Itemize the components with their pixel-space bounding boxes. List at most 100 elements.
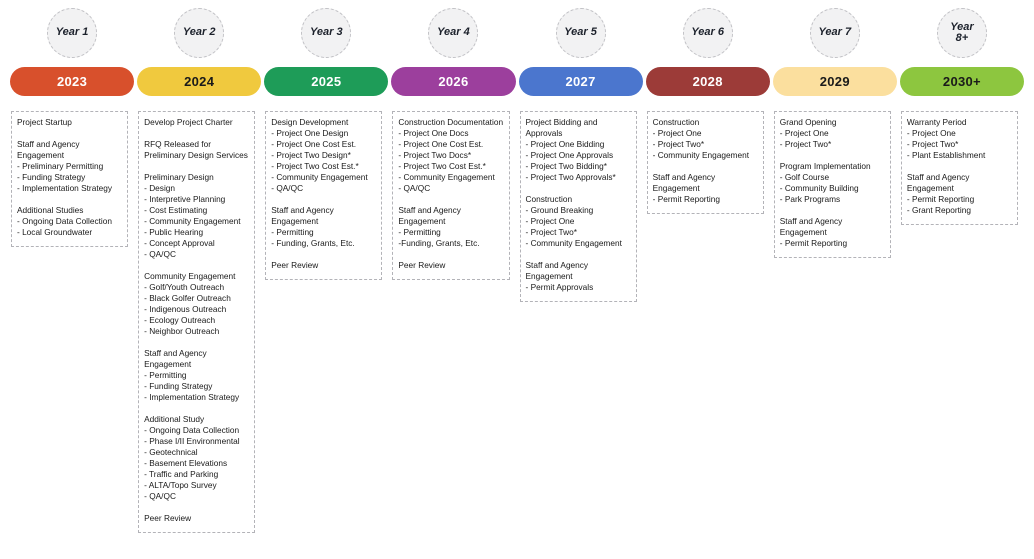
year-badge: Year 1 <box>47 8 98 58</box>
activity-section: Program Implementation- Golf Course- Com… <box>780 161 888 205</box>
year-badge: Year 6 <box>682 8 733 58</box>
activity-line: - Project One Docs <box>398 128 469 138</box>
activity-line: - Geotechnical <box>144 447 198 457</box>
activity-section: Construction- Project One- Project Two*-… <box>653 117 761 161</box>
activity-line: - Project One <box>525 216 575 226</box>
activity-line: - Project Two Cost Est.* <box>271 161 359 171</box>
activity-line: - Black Golfer Outreach <box>144 293 231 303</box>
activity-line: Staff and Agency Engagement <box>779 216 843 237</box>
activity-line: Design Development <box>271 117 349 127</box>
activity-line: -Funding, Grants, Etc. <box>398 238 480 248</box>
activity-section: Staff and Agency Engagement- Permit Repo… <box>780 216 888 249</box>
activity-section: Staff and Agency Engagement- Permit Repo… <box>907 172 1015 216</box>
year-badge-label: Year 6 <box>691 26 724 39</box>
activity-line: - Indigenous Outreach <box>144 304 227 314</box>
activity-line: - Community Engagement <box>652 150 750 160</box>
timeline-column: Year 7 2029 Grand Opening- Project One- … <box>772 0 897 533</box>
activity-line: Develop Project Charter <box>144 117 233 127</box>
year-badge: Year 3 <box>301 8 352 58</box>
year-badge-label: Year 1 <box>55 26 89 39</box>
activity-line: - Golf/Youth Outreach <box>144 282 225 292</box>
activity-line: - Community Engagement <box>144 216 241 226</box>
activity-section: Grand Opening- Project One- Project Two* <box>780 117 888 150</box>
year-bar: 2025 <box>264 67 389 96</box>
year-bar: 2030+ <box>899 67 1024 96</box>
activity-line: - Neighbor Outreach <box>144 326 220 336</box>
activity-section: Peer Review <box>271 260 379 271</box>
activity-line: - Project One <box>652 128 702 138</box>
activity-section: Additional Studies- Ongoing Data Collect… <box>17 205 125 238</box>
activity-line: - QA/QC <box>271 183 304 193</box>
activity-section: Project Bidding and Approvals - Project O… <box>526 117 634 183</box>
activity-line: - Grant Reporting <box>906 205 971 215</box>
activity-line: - Permit Reporting <box>652 194 720 204</box>
activity-section: RFQ Released for Preliminary Design Serv… <box>144 139 252 161</box>
year-badge: Year 4 <box>428 8 479 58</box>
activity-line: Staff and Agency Engagement <box>652 172 716 193</box>
timeline-column: Year 3 2025 Design Development- Project … <box>264 0 389 533</box>
year-bar: 2023 <box>10 67 135 96</box>
activity-line: - Permit Reporting <box>906 194 975 204</box>
activity-line: - QA/QC <box>144 249 176 259</box>
activity-line: - QA/QC <box>398 183 431 193</box>
activities-box: Project Bidding and Approvals - Project O… <box>519 111 637 302</box>
activity-section: Develop Project Charter <box>144 117 252 128</box>
activity-line: Construction <box>652 117 700 127</box>
year-badge: Year 5 <box>555 8 606 58</box>
activity-line: - Implementation Strategy <box>144 392 240 402</box>
activity-line: - Project Two Docs* <box>398 150 472 160</box>
activities-box: Construction- Project One- Project Two*-… <box>646 111 764 214</box>
activity-line: - Project One Approvals <box>525 150 614 160</box>
activity-section: Additional Study- Ongoing Data Collectio… <box>144 414 252 502</box>
activity-line: - Project Two Cost Est.* <box>398 161 486 171</box>
activity-line: - Project Two* <box>779 139 832 149</box>
activity-line: - Project Two Approvals* <box>525 172 616 182</box>
activity-line: Staff and Agency Engagement <box>906 172 970 193</box>
year-badge-label: Year 2 <box>182 26 216 39</box>
activity-section: Design Development- Project One Design- … <box>271 117 379 194</box>
activity-line: RFQ Released for Preliminary Design Serv… <box>144 139 248 160</box>
activity-line: - Concept Approval <box>144 238 215 248</box>
activity-line: - Preliminary Permitting <box>17 161 104 171</box>
activity-line: - Ongoing Data Collection <box>17 216 113 226</box>
year-badge-label: Year 7 <box>818 26 852 39</box>
activity-line: Construction <box>525 194 573 204</box>
activity-section: Project Startup <box>17 117 125 128</box>
activity-line: Staff and Agency Engagement <box>525 260 589 281</box>
activity-line: - Park Programs <box>779 194 841 204</box>
activity-line: - Funding Strategy <box>17 172 86 182</box>
activity-line: - Implementation Strategy <box>17 183 112 193</box>
activity-line: Program Implementation <box>779 161 871 171</box>
activity-line: Staff and Agency Engagement <box>144 348 207 369</box>
timeline-column: Year 6 2028 Construction- Project One- P… <box>645 0 770 533</box>
year-badge-label: Year 5 <box>564 26 597 39</box>
activity-line: - Plant Establishment <box>906 150 986 160</box>
activity-line: Project Bidding and Approvals <box>525 117 598 138</box>
activity-line: - Basement Elevations <box>144 458 228 468</box>
activity-line: - Project Two* <box>525 227 578 237</box>
activity-line: Additional Studies <box>17 205 84 215</box>
activity-line: - Permitting <box>271 227 314 237</box>
year-bar: 2028 <box>645 67 770 96</box>
activity-line: - Project Two Bidding* <box>525 161 607 171</box>
activity-line: - Project One <box>906 128 956 138</box>
activity-section: Staff and Agency Engagement- Permitting-… <box>144 348 252 403</box>
activity-section: Staff and Agency Engagement- Permitting-… <box>271 205 379 249</box>
activity-line: - Permit Reporting <box>779 238 848 248</box>
activity-line: - Permit Approvals <box>525 282 594 292</box>
activity-line: - Ongoing Data Collection <box>144 425 240 435</box>
activities-box: Grand Opening- Project One- Project Two*… <box>773 111 891 258</box>
year-bar: 2029 <box>772 67 897 96</box>
activity-line: - Cost Estimating <box>144 205 208 215</box>
activity-line: - Public Hearing <box>144 227 204 237</box>
activity-section: Staff and Agency Engagement- Permit Appr… <box>526 260 634 293</box>
activity-line: - Community Building <box>779 183 859 193</box>
activity-line: - Ecology Outreach <box>144 315 216 325</box>
activity-line: Peer Review <box>398 260 446 270</box>
activity-section: Preliminary Design- Design- Interpretive… <box>144 172 252 260</box>
activities-box: Warranty Period- Project One- Project Tw… <box>900 111 1018 225</box>
